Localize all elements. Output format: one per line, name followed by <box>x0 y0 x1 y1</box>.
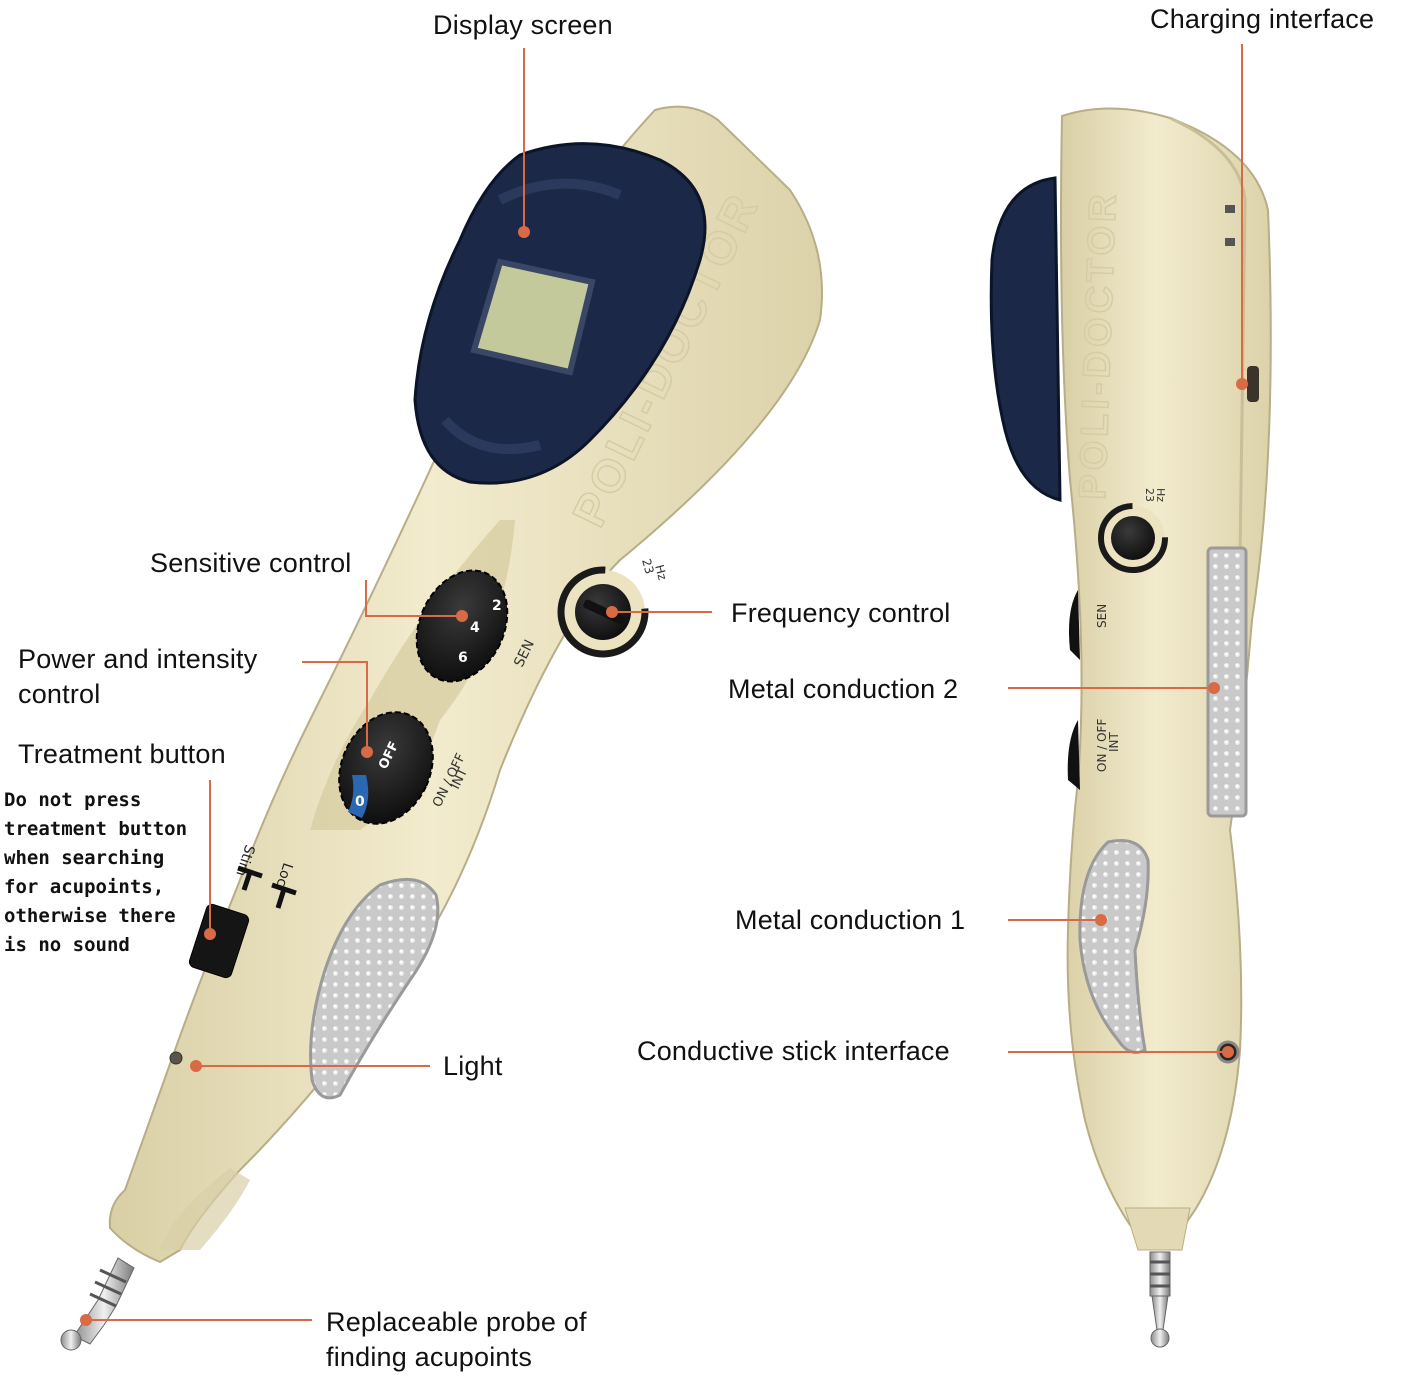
metal-strip-2 <box>1206 546 1248 818</box>
svg-text:2: 2 <box>492 598 502 614</box>
note-line: is no sound <box>4 934 130 956</box>
label-treatment-button: Treatment button <box>18 739 226 769</box>
loc-marking: Loc <box>273 861 296 889</box>
left-metal-pad <box>309 877 440 1100</box>
svg-text:0: 0 <box>355 794 365 810</box>
treatment-note: Do not press treatment button when searc… <box>4 786 187 960</box>
left-probe <box>60 1257 135 1351</box>
label-replaceable-probe: Replaceable probe of finding acupoints <box>326 1305 587 1375</box>
lcd-display <box>470 258 596 376</box>
svg-text:Hz: Hz <box>1154 488 1167 502</box>
note-line: when searching <box>4 847 165 869</box>
label-power-intensity-line1: Power and intensity <box>18 644 258 674</box>
callout-lines <box>80 44 1248 1326</box>
note-line: for acupoints, <box>4 876 165 898</box>
label-metal-conduction-2: Metal conduction 2 <box>728 674 959 704</box>
note-line: Do not press <box>4 789 142 811</box>
label-metal-conduction-1: Metal conduction 1 <box>735 905 966 935</box>
label-display-screen: Display screen <box>433 10 613 40</box>
right-device: POLI-DOCTOR 23 Hz SEN ON / OFF INT <box>989 107 1272 1348</box>
label-probe-line1: Replaceable probe of <box>326 1307 587 1337</box>
left-device-body <box>108 105 823 1264</box>
svg-text:SEN: SEN <box>1095 604 1109 628</box>
sensitivity-dial: 2 4 6 <box>415 569 509 683</box>
svg-text:23: 23 <box>639 557 656 575</box>
label-charging-interface: Charging interface <box>1150 4 1375 34</box>
svg-text:4: 4 <box>470 620 480 636</box>
right-frequency-knob: 23 Hz <box>1098 488 1168 573</box>
label-power-intensity-line2: control <box>18 679 101 709</box>
svg-text:ON / OFF: ON / OFF <box>1095 719 1109 772</box>
note-line: treatment button <box>4 818 188 840</box>
right-probe <box>1149 1251 1171 1348</box>
charging-port <box>1247 366 1259 402</box>
label-light: Light <box>443 1051 503 1081</box>
treatment-button <box>188 903 250 979</box>
note-line: otherwise there <box>4 905 176 927</box>
power-dial: 0 OFF <box>338 711 434 825</box>
svg-text:INT: INT <box>1107 731 1121 752</box>
label-frequency-control: Frequency control <box>731 598 951 628</box>
frequency-knob: 23 Hz <box>557 557 670 658</box>
label-power-intensity: Power and intensity control <box>18 642 257 712</box>
svg-text:6: 6 <box>458 650 468 666</box>
left-device: POLI-DOCTOR 2 4 6 SEN 0 OFF ON / OFF INT <box>60 105 823 1351</box>
display-screen-housing <box>413 142 707 485</box>
label-conductive-stick-interface: Conductive stick interface <box>637 1036 950 1066</box>
right-display-housing <box>989 176 1062 502</box>
svg-text:23: 23 <box>1143 488 1156 502</box>
label-probe-line2: finding acupoints <box>326 1342 533 1372</box>
svg-text:Hz: Hz <box>652 563 669 581</box>
label-sensitive-control: Sensitive control <box>150 548 352 578</box>
right-metal-pad <box>1078 839 1150 1054</box>
light-led <box>169 1051 183 1065</box>
